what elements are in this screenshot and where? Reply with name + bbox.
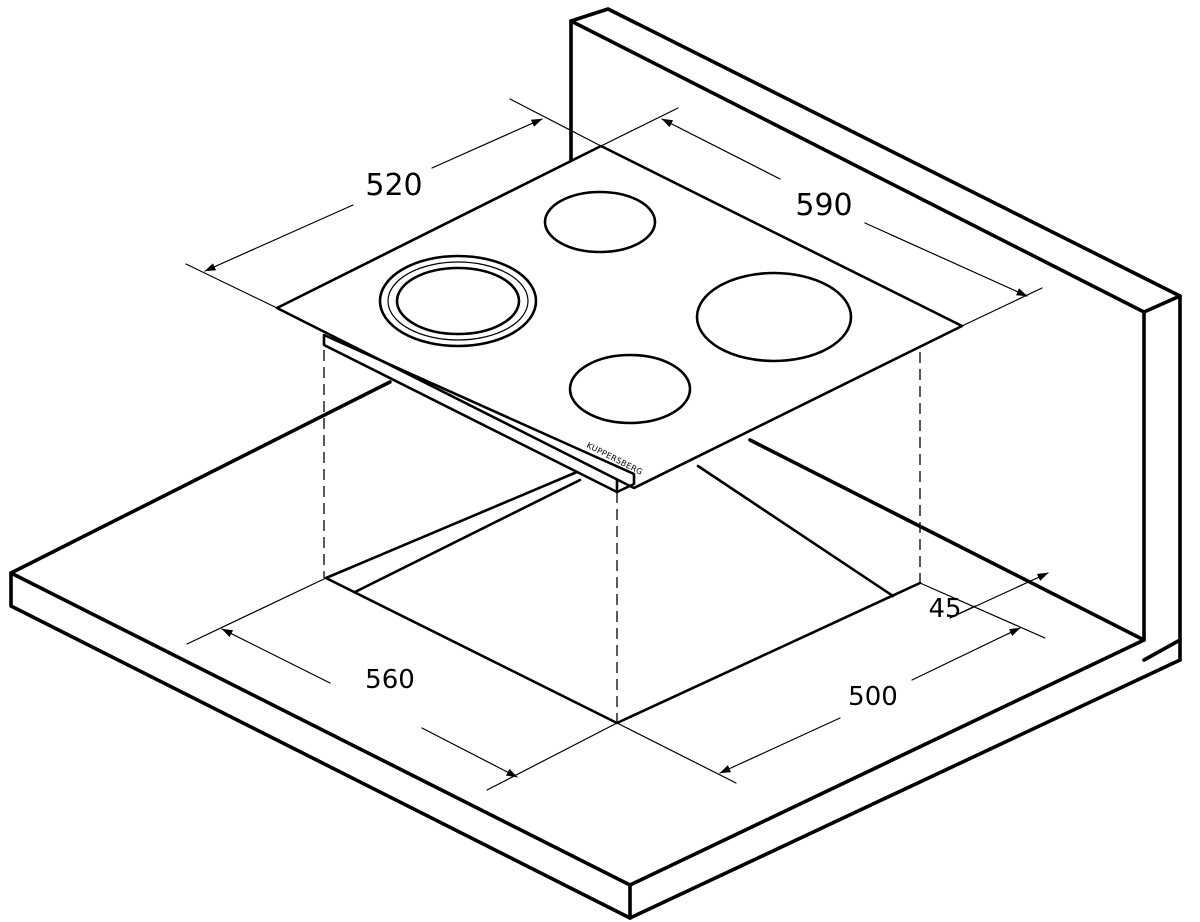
label-590: 590	[795, 188, 852, 223]
label-560: 560	[365, 665, 415, 695]
label-520: 520	[365, 168, 422, 203]
burner-front	[568, 353, 692, 425]
dimension-hob-depth: 520	[185, 98, 602, 309]
dimension-hob-width: 590	[600, 107, 1043, 327]
burner-right-large	[695, 271, 853, 363]
dimension-distance-to-wall: 45	[928, 572, 1049, 624]
dimension-cutout-width: 560	[186, 577, 618, 791]
countertop-cutout	[324, 464, 922, 725]
burner-rear	[543, 190, 657, 254]
label-500: 500	[848, 682, 898, 712]
back-wall	[569, 7, 1182, 662]
projection-lines	[323, 350, 921, 723]
dimension-cutout-depth: 500	[616, 582, 1046, 784]
label-45: 45	[928, 594, 961, 624]
countertop	[9, 380, 1182, 920]
burner-left-dual	[378, 254, 538, 348]
brand-logo: KUPPERSBERG	[585, 441, 644, 477]
